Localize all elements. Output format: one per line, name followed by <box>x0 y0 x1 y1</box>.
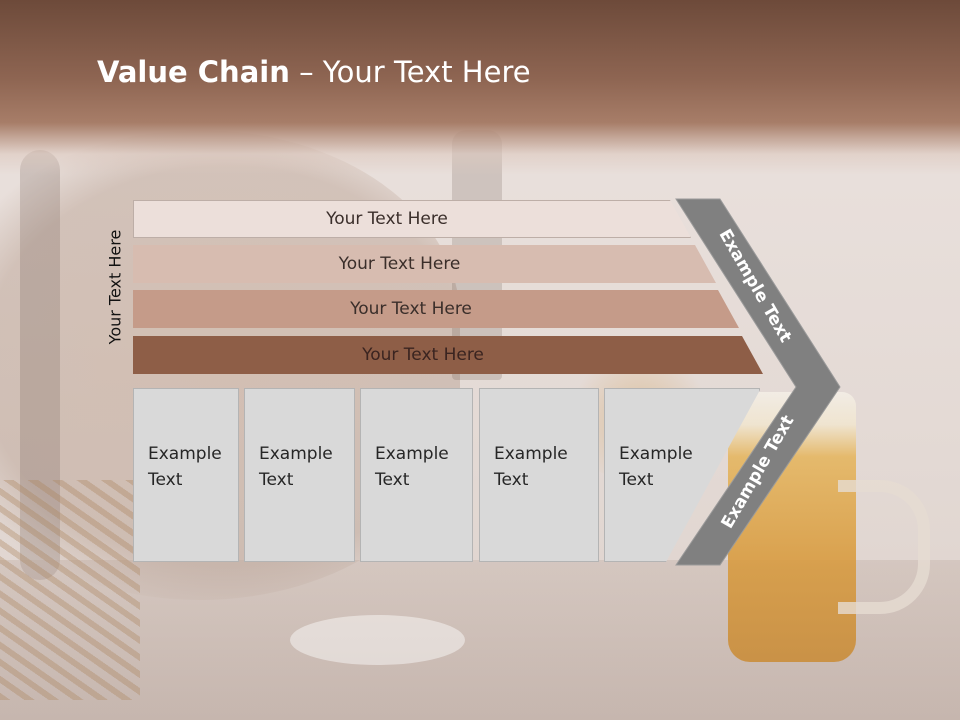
slide-title-bold: Value Chain <box>97 55 290 89</box>
wheat-image <box>0 480 140 700</box>
primary-box-line2: Text <box>619 470 654 490</box>
primary-box-line1: Example <box>259 444 333 464</box>
margin-chevron-shape <box>675 198 841 566</box>
slide-title-rest: – Your Text Here <box>289 55 531 89</box>
support-bar-3[interactable]: Your Text Here <box>133 290 739 328</box>
primary-box-2[interactable]: Example Text <box>244 388 355 562</box>
primary-box-line2: Text <box>148 470 183 490</box>
primary-box-line1: Example <box>148 444 222 464</box>
support-bar-label: Your Text Here <box>338 254 461 274</box>
primary-box-3[interactable]: Example Text <box>360 388 473 562</box>
header-band <box>0 0 960 175</box>
primary-box-line2: Text <box>375 470 410 490</box>
support-bar-label: Your Text Here <box>326 209 448 229</box>
support-bar-4[interactable]: Your Text Here <box>133 336 763 374</box>
side-label-text: Your Text Here <box>105 229 125 345</box>
primary-box-1[interactable]: Example Text <box>133 388 239 562</box>
support-bar-label: Your Text Here <box>350 299 472 319</box>
primary-box-line2: Text <box>259 470 294 490</box>
primary-box-line1: Example <box>494 444 568 464</box>
primary-box-line2: Text <box>494 470 529 490</box>
plate-image <box>290 615 465 665</box>
support-bar-label: Your Text Here <box>362 345 484 365</box>
margin-chevron[interactable] <box>675 198 842 566</box>
primary-box-line1: Example <box>619 444 693 464</box>
slide-title[interactable]: Value Chain – Your Text Here <box>97 55 531 95</box>
support-bar-2[interactable]: Your Text Here <box>133 245 716 283</box>
beer-mug-handle-image <box>838 480 930 614</box>
support-bar-1[interactable]: Your Text Here <box>133 200 691 238</box>
primary-box-line1: Example <box>375 444 449 464</box>
barrel-hoop-image <box>20 150 60 580</box>
primary-box-4[interactable]: Example Text <box>479 388 599 562</box>
